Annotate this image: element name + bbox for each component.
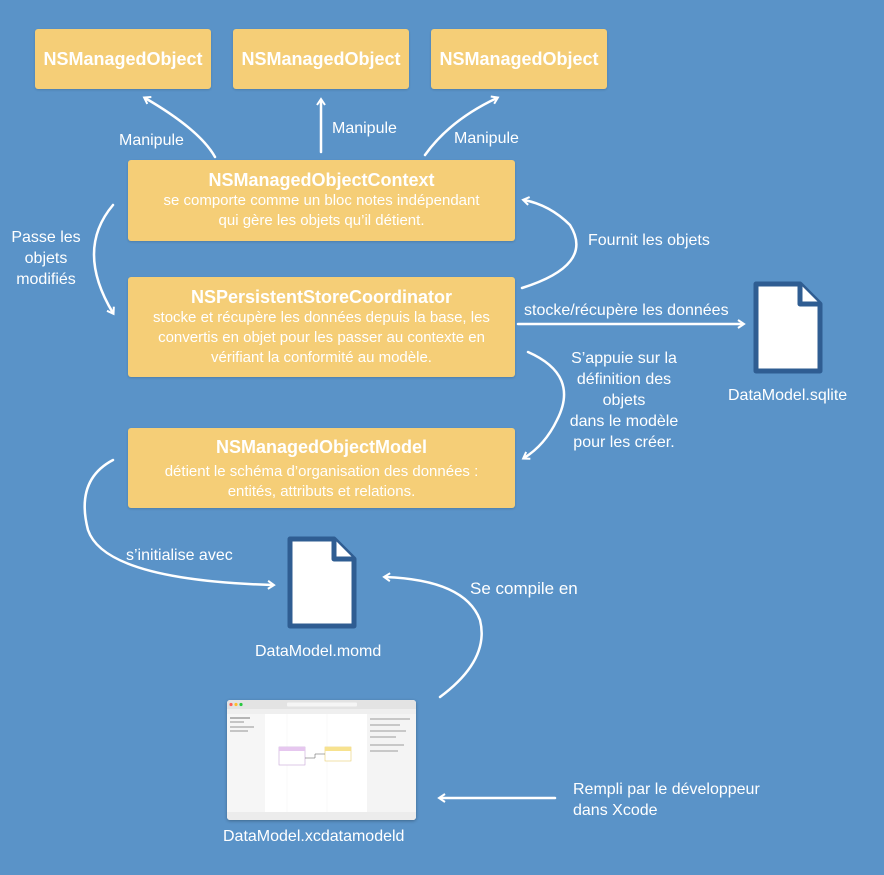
model-box: NSManagedObjectModel détient le schéma d…: [128, 428, 515, 508]
fournit-arrow: [520, 196, 578, 290]
appuie-label: S’appuie sur la définition des objets da…: [556, 348, 692, 453]
model-desc-line-1: détient le schéma d’organisation des don…: [164, 463, 479, 480]
initialise-label: s’initialise avec: [126, 547, 233, 564]
stocke-label: stocke/récupère les données: [524, 302, 729, 319]
managed-object-label-3: NSManagedObject: [439, 48, 599, 69]
coordinator-desc-line-3: vérifiant la conformité au modèle.: [211, 349, 432, 366]
sqlite-file-icon: [753, 281, 823, 374]
manipule-center-label: Manipule: [332, 120, 397, 137]
manipule-left-arrow: [142, 96, 217, 159]
context-title: NSManagedObjectContext: [208, 170, 435, 190]
passe-label-line-1: Passe les: [11, 229, 81, 246]
coordinator-desc-line-1: stocke et récupère les données depuis la…: [153, 309, 490, 326]
manipule-right-arrow: [423, 95, 500, 157]
rempli-label: Rempli par le développeur dans Xcode: [573, 779, 760, 821]
passe-label-line-3: modifiés: [16, 271, 76, 288]
managed-object-box-2: NSManagedObject: [233, 29, 409, 89]
passe-label: Passe les objets modifiés: [4, 227, 88, 290]
xcode-screenshot-thumbnail: [227, 700, 416, 820]
momd-file-label: DataModel.momd: [255, 643, 382, 660]
coordinator-box: NSPersistentStoreCoordinator stocke et r…: [128, 277, 515, 377]
sqlite-file-label: DataModel.sqlite: [728, 387, 848, 404]
appuie-arrow: [521, 350, 566, 460]
passe-arrow: [92, 203, 115, 316]
context-desc-line-1: se comporte comme un bloc notes indépend…: [163, 192, 480, 209]
managed-object-box-1: NSManagedObject: [35, 29, 211, 89]
appuie-label-line-4: dans le modèle: [569, 413, 679, 430]
rempli-label-line-1: Rempli par le développeur: [573, 781, 760, 798]
appuie-label-line-2: définition des: [576, 371, 672, 388]
xcode-editor-image: [227, 700, 416, 820]
momd-file-icon: [287, 536, 357, 629]
passe-label-line-2: objets: [24, 250, 68, 267]
appuie-label-line-3: objets: [602, 392, 646, 409]
appuie-label-line-1: S’appuie sur la: [571, 350, 677, 367]
rempli-label-line-2: dans Xcode: [573, 802, 658, 819]
managed-object-box-3: NSManagedObject: [431, 29, 607, 89]
manipule-left-label: Manipule: [119, 132, 184, 149]
xcdatamodeld-file-label: DataModel.xcdatamodeld: [223, 828, 405, 845]
appuie-label-line-5: pour les créer.: [573, 434, 675, 451]
initialise-arrow: [83, 458, 276, 590]
compile-label: Se compile en: [470, 579, 578, 598]
model-desc-line-2: entités, attributs et relations.: [227, 483, 416, 500]
coordinator-title: NSPersistentStoreCoordinator: [190, 287, 453, 307]
manipule-right-label: Manipule: [454, 130, 519, 147]
managed-object-label-1: NSManagedObject: [43, 48, 203, 69]
coordinator-desc-line-2: convertis en objet pour les passer au co…: [158, 329, 485, 346]
managed-object-label-2: NSManagedObject: [241, 48, 401, 69]
model-title: NSManagedObjectModel: [215, 437, 428, 457]
context-box: NSManagedObjectContext se comporte comme…: [128, 160, 515, 241]
fournit-label: Fournit les objets: [588, 232, 710, 249]
compile-arrow: [382, 572, 483, 699]
context-desc-line-2: qui gère les objets qu’il détient.: [218, 212, 425, 229]
